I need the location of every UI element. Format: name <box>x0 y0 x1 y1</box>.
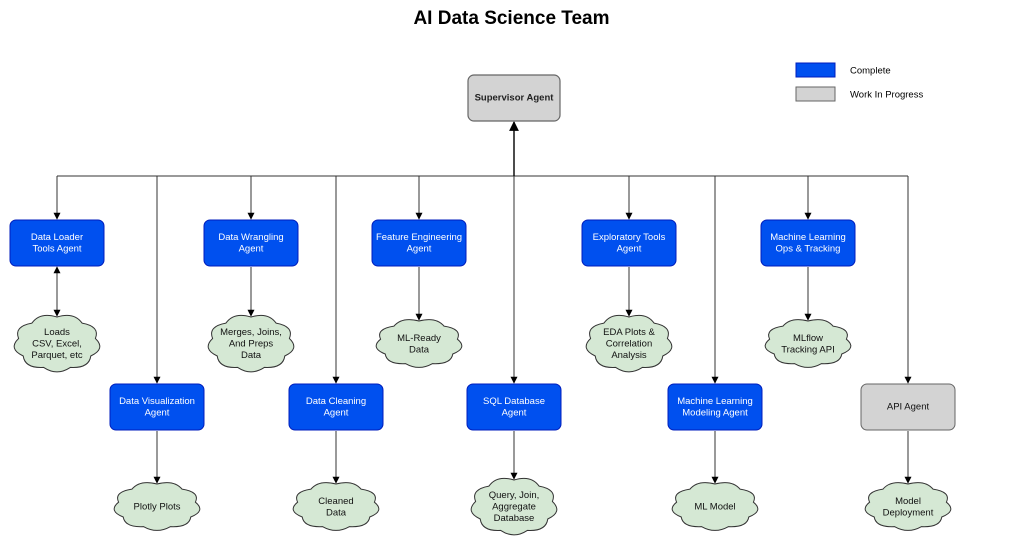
ml-ops-agent-box[interactable] <box>760 219 856 267</box>
cloud-shape <box>113 482 201 531</box>
legend-item-complete: Complete <box>795 62 891 78</box>
legend-item-wip: Work In Progress <box>795 86 923 102</box>
sql-database-agent-box[interactable] <box>466 383 562 431</box>
data-loader-agent-label: Data Loader <box>31 232 83 243</box>
cloud-shape <box>13 314 101 373</box>
cloud-shape <box>764 319 852 368</box>
data-loader-output-label: Loads <box>44 327 70 338</box>
data-loader-agent-box[interactable] <box>9 219 105 267</box>
api-agent-label: API Agent <box>887 402 930 413</box>
sql-database-agent-label: SQL Database <box>483 396 545 407</box>
api-agent-node[interactable]: API Agent <box>860 383 956 431</box>
data-wrangling-agent-label: Agent <box>239 243 264 254</box>
cloud-shape <box>864 482 952 531</box>
sql-database-output-label: Aggregate <box>492 502 536 513</box>
exploratory-tools-agent-label: Agent <box>617 243 642 254</box>
sql-database-agent-label: Agent <box>502 407 527 418</box>
ml-ops-agent-label: Ops & Tracking <box>776 243 841 254</box>
data-wrangling-agent-box[interactable] <box>203 219 299 267</box>
sql-database-output-label: Query, Join, <box>489 490 540 501</box>
legend-swatch-wip <box>795 86 836 102</box>
feature-engineering-agent-label: Agent <box>407 243 432 254</box>
legend-label: Complete <box>850 66 891 77</box>
supervisor-agent-box[interactable] <box>467 74 561 122</box>
data-loader-agent-label: Tools Agent <box>32 243 81 254</box>
exploratory-tools-output-label: Correlation <box>606 339 652 350</box>
ml-modeling-output-label: ML Model <box>694 502 735 513</box>
data-wrangling-agent-label: Data Wrangling <box>218 232 283 243</box>
ml-modeling-agent-box[interactable] <box>667 383 763 431</box>
data-loader-output-label: CSV, Excel, <box>32 339 82 350</box>
data-wrangling-output-label: Data <box>241 350 262 361</box>
ml-modeling-agent-label: Modeling Agent <box>682 407 748 418</box>
sql-database-output-label: Database <box>494 513 535 524</box>
cloud-shape <box>207 314 295 373</box>
supervisor-agent-node[interactable]: Supervisor Agent <box>467 74 561 122</box>
api-agent-box[interactable] <box>860 383 956 431</box>
feature-engineering-agent-label: Feature Engineering <box>376 232 462 243</box>
supervisor-agent-label: Supervisor Agent <box>475 93 555 104</box>
legend-swatch-complete <box>795 62 836 78</box>
ml-modeling-agent-label: Machine Learning <box>677 396 753 407</box>
data-visualization-agent-box[interactable] <box>109 383 205 431</box>
data-cleaning-agent-label: Data Cleaning <box>306 396 366 407</box>
cloud-shape <box>671 482 759 531</box>
data-cleaning-agent-box[interactable] <box>288 383 384 431</box>
feature-engineering-output-label: Data <box>409 344 430 355</box>
ml-ops-agent-label: Machine Learning <box>770 232 846 243</box>
data-wrangling-output-label: And Preps <box>229 339 274 350</box>
ml-modeling-output-cloud: ML Model <box>671 482 759 531</box>
exploratory-tools-output-label: EDA Plots & <box>603 327 655 338</box>
data-visualization-output-label: Plotly Plots <box>134 502 181 513</box>
diagram-title: AI Data Science Team <box>413 8 610 29</box>
exploratory-tools-output-label: Analysis <box>611 350 647 361</box>
api-output-label: Model <box>895 496 921 507</box>
data-wrangling-output-label: Merges, Joins, <box>220 327 282 338</box>
data-visualization-agent-label: Data Visualization <box>119 396 195 407</box>
data-visualization-output-cloud: Plotly Plots <box>113 482 201 531</box>
feature-engineering-agent-box[interactable] <box>371 219 467 267</box>
ml-ops-output-label: MLflow <box>793 333 823 344</box>
exploratory-tools-agent-label: Exploratory Tools <box>593 232 666 243</box>
data-visualization-agent-label: Agent <box>145 407 170 418</box>
cloud-shape <box>375 319 463 368</box>
feature-engineering-output-label: ML-Ready <box>397 333 441 344</box>
data-cleaning-output-label: Data <box>326 507 347 518</box>
exploratory-tools-agent-box[interactable] <box>581 219 677 267</box>
cloud-shape <box>292 482 380 531</box>
data-loader-output-label: Parquet, etc <box>31 350 82 361</box>
data-cleaning-output-label: Cleaned <box>318 496 353 507</box>
api-output-label: Deployment <box>883 507 934 518</box>
legend-label: Work In Progress <box>850 90 923 101</box>
ml-ops-output-label: Tracking API <box>781 344 835 355</box>
cloud-shape <box>470 477 558 536</box>
cloud-shape <box>585 314 673 373</box>
data-cleaning-agent-label: Agent <box>324 407 349 418</box>
